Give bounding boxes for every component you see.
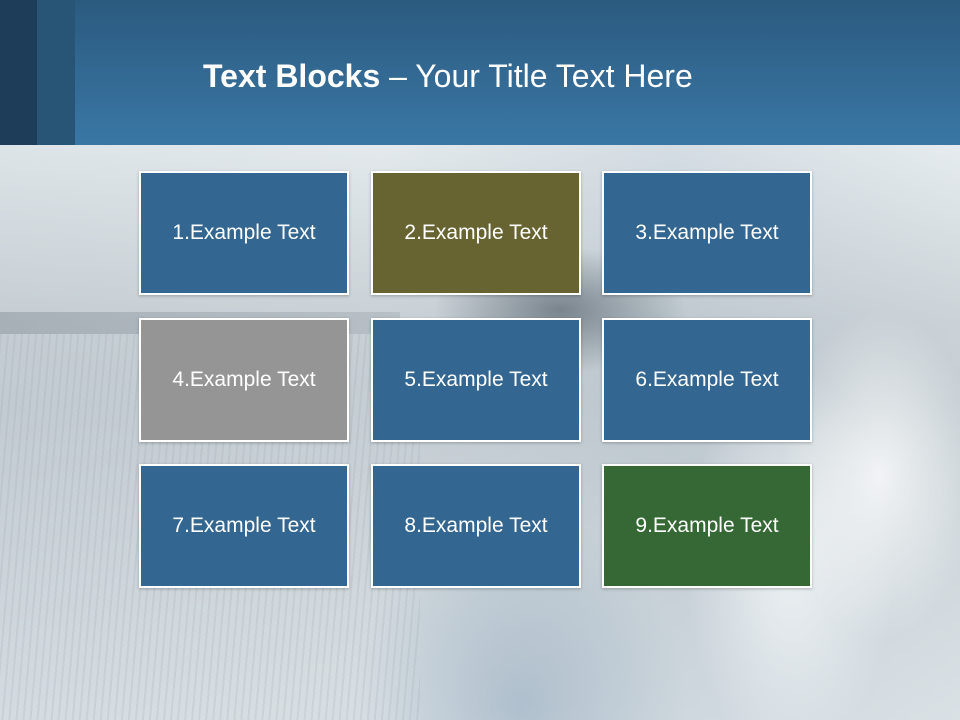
accent-bar-dark [0, 0, 37, 145]
title-bold-part: Text Blocks [203, 58, 381, 94]
text-block-label: 6.Example Text [635, 368, 779, 391]
text-block-label: 8.Example Text [404, 514, 548, 537]
text-block-label: 3.Example Text [635, 221, 779, 244]
text-block-label: 9.Example Text [635, 514, 779, 537]
text-block-label: 2.Example Text [404, 221, 548, 244]
title-banner: Text Blocks – Your Title Text Here [0, 0, 960, 145]
text-block-8: 8.Example Text [371, 464, 581, 588]
text-block-3: 3.Example Text [602, 171, 812, 295]
text-block-2: 2.Example Text [371, 171, 581, 295]
accent-bar-mid [37, 0, 75, 145]
text-block-7: 7.Example Text [139, 464, 349, 588]
text-block-label: 7.Example Text [172, 514, 316, 537]
text-block-4: 4.Example Text [139, 318, 349, 442]
text-block-9: 9.Example Text [602, 464, 812, 588]
slide-title: Text Blocks – Your Title Text Here [203, 54, 693, 98]
text-block-6: 6.Example Text [602, 318, 812, 442]
text-block-5: 5.Example Text [371, 318, 581, 442]
text-block-1: 1.Example Text [139, 171, 349, 295]
text-block-label: 4.Example Text [172, 368, 316, 391]
title-rest-part: – Your Title Text Here [380, 58, 693, 94]
text-block-label: 1.Example Text [172, 221, 316, 244]
text-block-label: 5.Example Text [404, 368, 548, 391]
